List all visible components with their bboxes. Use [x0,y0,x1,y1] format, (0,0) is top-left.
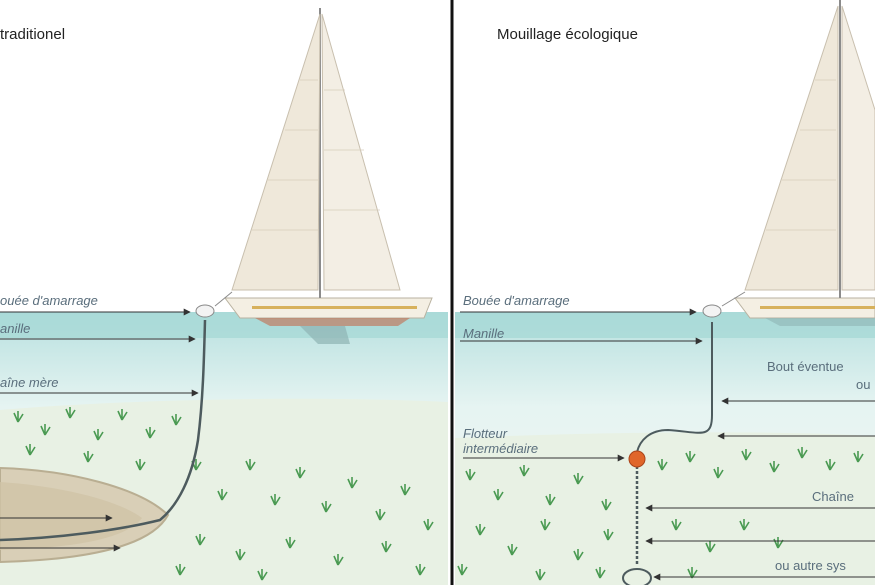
left-label-mother-chain: aîne mère [0,375,59,390]
right-panel-title: Mouillage écologique [497,26,638,43]
right-screw-anchor [622,568,652,585]
right-label-buoy: Bouée d'amarrage [463,293,570,308]
left-mainsail [231,13,321,291]
right-label-float-line1: Flotteur [463,426,508,441]
right-label-system: ou autre sys [775,558,846,573]
right-seabed [455,432,875,585]
right-jib [841,5,875,291]
right-mainsail [744,5,839,291]
left-label-buoy: ouée d'amarrage [0,293,98,308]
left-mother-chain [0,319,207,542]
right-rope [636,322,713,453]
right-label-shackle: Manille [463,326,504,341]
left-mooring-buoy [195,304,215,318]
right-label-rope-line2: ou [856,377,870,392]
right-intermediate-float [628,450,646,468]
left-jib [321,13,401,291]
left-panel-title: traditionel [0,26,65,43]
left-label-shackle: anille [0,321,30,336]
right-mooring-buoy [702,304,722,318]
right-label-float-line2: intermédiaire [463,441,538,456]
right-label-rope-line1: Bout éventue [767,359,844,374]
left-panel: traditionel ouée d'amarrage anille aîne … [0,8,448,585]
right-panel: Mouillage écologique Bouée d'amarrage Ma… [455,0,875,585]
right-label-chain: Chaîne [812,489,854,504]
